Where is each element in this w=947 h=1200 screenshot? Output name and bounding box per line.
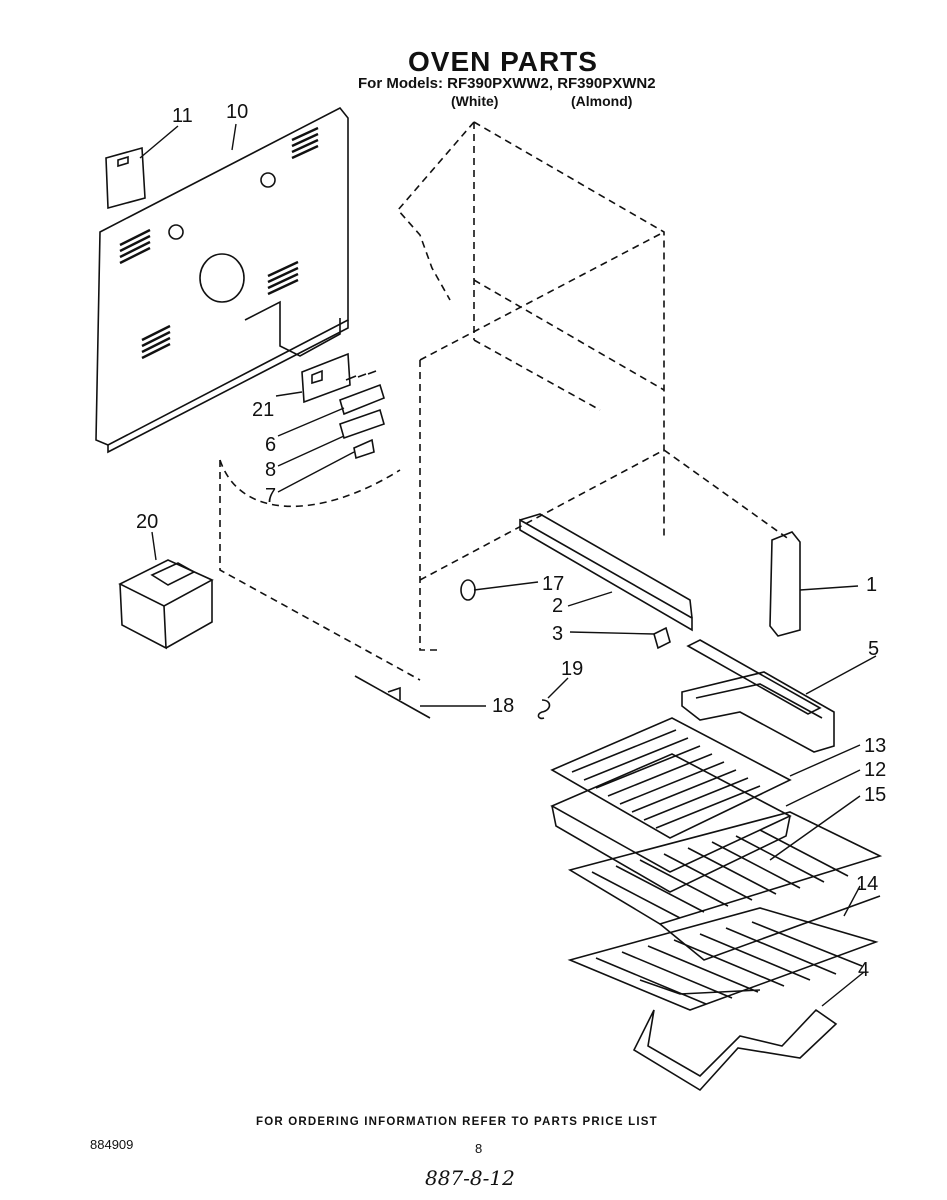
color-almond-label: (Almond): [571, 93, 633, 109]
callout-5: 5: [868, 638, 879, 660]
callout-4: 4: [858, 959, 869, 981]
callout-13: 13: [864, 735, 886, 757]
callout-19: 19: [561, 658, 583, 680]
callout-21: 21: [252, 399, 274, 421]
part-20-box: [118, 559, 214, 650]
part-17-plug: [460, 579, 476, 601]
part-14-oven-rack: [567, 907, 879, 1011]
part-11-pad: [105, 146, 146, 210]
callout-18: 18: [492, 695, 514, 717]
part-12-broiler-pan: [550, 753, 792, 893]
part-10-rear-panel: [95, 106, 349, 454]
callout-10: 10: [226, 101, 248, 123]
part-21-bracket: [301, 352, 351, 404]
part-7-knob: [353, 438, 375, 460]
part-13-broiler-grid: [550, 717, 792, 839]
part-2-rail: [519, 513, 693, 632]
part-5-broil-element: [681, 639, 835, 753]
document-number: 884909: [90, 1137, 134, 1152]
diagram-title: OVEN PARTS: [408, 46, 598, 77]
oven-cavity-outline: [219, 121, 791, 681]
part-3-clip: [653, 626, 671, 650]
callout-14: 14: [856, 873, 878, 895]
page-number: 8: [475, 1141, 483, 1156]
part-19-clip: [537, 699, 551, 720]
models-line: For Models: RF390PXWW2, RF390PXWN2: [358, 75, 656, 92]
callout-15: 15: [864, 784, 886, 806]
callout-12: 12: [864, 759, 886, 781]
part-15-oven-rack: [567, 811, 883, 961]
handwritten-note: 887-8-12: [425, 1166, 515, 1190]
part-8-bezel: [339, 408, 385, 440]
callout-7: 7: [265, 485, 276, 507]
part-1-side-trim: [769, 531, 801, 637]
callout-labels: 11 10 21 6 8 7 20 17 2 3 1 5 19 18 13 12…: [136, 101, 886, 981]
color-white-label: (White): [451, 93, 499, 109]
part-6-switch: [339, 370, 385, 416]
part-4-bake-element: [632, 979, 838, 1092]
callout-3: 3: [552, 623, 563, 645]
callout-leaders: [139, 123, 877, 1007]
callout-11: 11: [172, 105, 193, 127]
ordering-note: FOR ORDERING INFORMATION REFER TO PARTS …: [256, 1116, 658, 1128]
callout-8: 8: [265, 459, 276, 481]
callout-1: 1: [866, 574, 877, 596]
callout-20: 20: [136, 511, 158, 533]
callout-6: 6: [265, 434, 276, 456]
callout-17: 17: [542, 573, 564, 595]
callout-2: 2: [552, 595, 563, 617]
part-18-sensor: [354, 675, 431, 719]
